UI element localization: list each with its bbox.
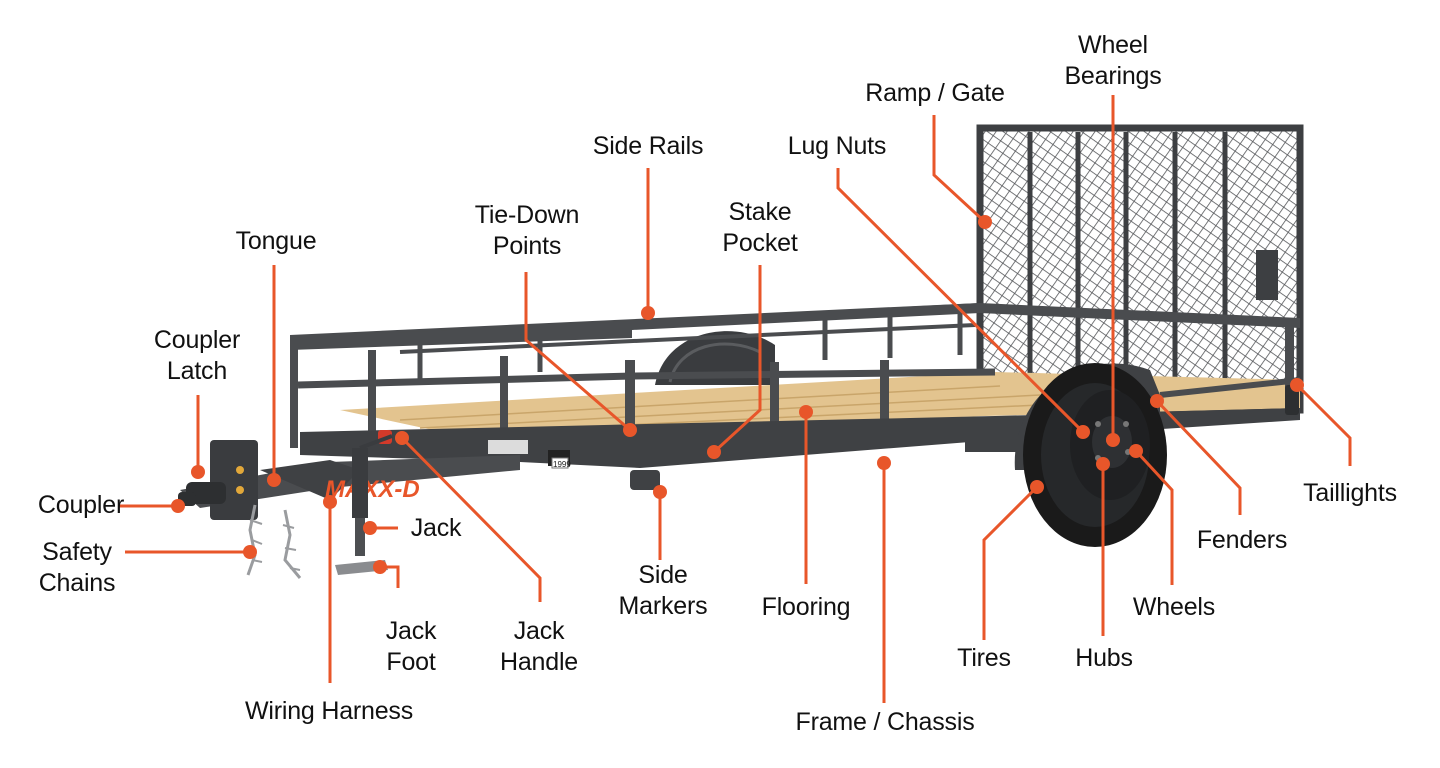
label-ramp-gate: Ramp / Gate	[865, 79, 1005, 107]
dot-taillights	[1290, 378, 1304, 392]
leader-tires	[982, 485, 1039, 640]
brand-logo-text: MAXX-D	[325, 476, 420, 503]
dot-wiring-harness	[323, 495, 337, 509]
tongue: MAXX-D 1999	[180, 455, 571, 508]
dot-jack-handle	[395, 431, 409, 445]
label-wiring-harness: Wiring Harness	[244, 697, 414, 725]
leader-lines	[118, 95, 1352, 703]
label-safety-chains: Safety Chains	[38, 538, 116, 597]
label-side-markers: Side Markers	[618, 561, 708, 620]
dot-fenders	[1150, 394, 1164, 408]
leader-wheels	[1134, 449, 1174, 585]
dot-coupler	[171, 499, 185, 513]
tongue-jack	[335, 430, 393, 575]
label-coupler: Coupler	[37, 491, 125, 519]
dot-tie-down	[623, 423, 637, 437]
leader-taillights	[1295, 383, 1352, 466]
dot-ramp-gate	[978, 215, 992, 229]
dot-side-rails	[641, 306, 655, 320]
coupler-assembly	[178, 440, 258, 520]
leader-tie-down	[524, 272, 631, 432]
decal-text: 1999	[553, 460, 571, 469]
label-wheel-bearings: Wheel Bearings	[1064, 31, 1162, 90]
label-frame-chassis: Frame / Chassis	[795, 708, 975, 736]
label-hubs: Hubs	[1075, 644, 1133, 672]
dot-hubs	[1096, 457, 1110, 471]
dot-tongue	[267, 473, 281, 487]
near-side-rail	[290, 303, 1301, 450]
label-tie-down-points: Tie-Down Points	[474, 201, 580, 260]
leader-stake-pocket	[712, 265, 762, 454]
label-tires: Tires	[957, 644, 1011, 672]
leader-ramp-gate	[932, 115, 987, 224]
safety-chains	[246, 504, 302, 579]
callout-dots	[171, 215, 1304, 574]
label-jack-foot: Jack Foot	[385, 617, 437, 676]
label-jack: Jack	[410, 514, 462, 542]
label-side-rails: Side Rails	[592, 132, 704, 160]
label-jack-handle: Jack Handle	[499, 617, 579, 676]
dot-frame	[877, 456, 891, 470]
dot-tires	[1030, 480, 1044, 494]
leader-jack-handle	[400, 436, 542, 602]
dot-wheels	[1129, 444, 1143, 458]
dot-side-markers	[653, 485, 667, 499]
label-coupler-latch: Coupler Latch	[153, 326, 241, 385]
label-stake-pocket: Stake Pocket	[722, 198, 798, 257]
label-fenders: Fenders	[1196, 526, 1288, 554]
label-lug-nuts: Lug Nuts	[787, 132, 887, 160]
dot-jack-foot	[373, 560, 387, 574]
dot-stake-pocket	[707, 445, 721, 459]
label-tongue: Tongue	[235, 227, 317, 255]
leader-fenders	[1155, 399, 1242, 515]
trailer-illustration: MAXX-D 1999	[178, 124, 1304, 579]
label-wheels: Wheels	[1132, 593, 1216, 621]
dot-safety-chains	[243, 545, 257, 559]
leader-lug-nuts	[836, 168, 1085, 434]
dot-lug-nuts	[1076, 425, 1090, 439]
label-taillights: Taillights	[1303, 479, 1397, 507]
dot-coupler-latch	[191, 465, 205, 479]
dot-wheel-bearings	[1106, 433, 1120, 447]
dot-jack	[363, 521, 377, 535]
dot-flooring	[799, 405, 813, 419]
label-flooring: Flooring	[761, 593, 851, 621]
